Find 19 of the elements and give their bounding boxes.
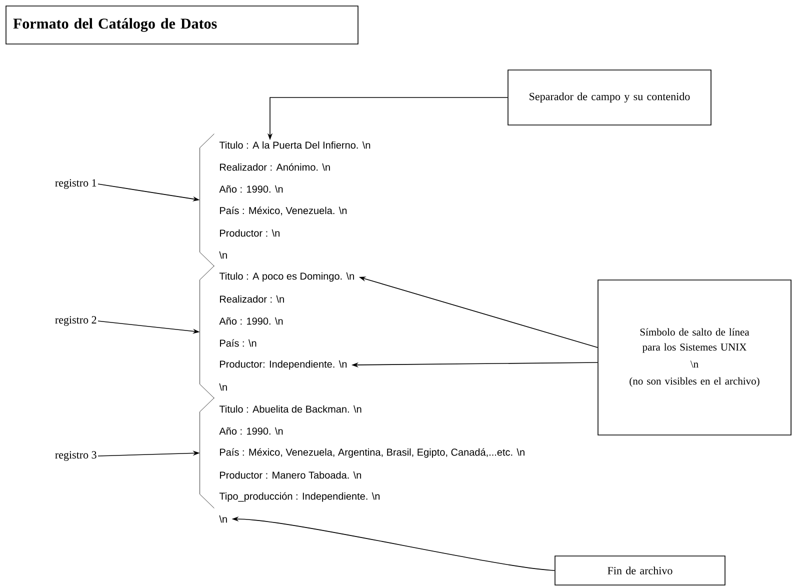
record-line: Productor: Independiente. \n xyxy=(220,360,347,370)
record-line: \n xyxy=(219,515,227,523)
record-label: registro 3 xyxy=(55,451,96,461)
record-line: País : México, Venezuela, Argentina, Brasil, Egipto, Canadá,...etc. \n xyxy=(220,448,524,458)
text-box: Símbolo de salto de línea para los Sistemes UNIX \n (no son visibles en el archivo) xyxy=(598,280,792,436)
record-line: Productor : \n xyxy=(220,229,280,237)
bracket xyxy=(200,398,214,508)
record-label: registro 1 xyxy=(55,179,96,189)
record-line: Titulo : Abuelita de Backman. \n xyxy=(219,405,362,413)
bracket xyxy=(200,134,214,266)
record-line: \n xyxy=(219,251,227,259)
text-box: Separador de campo y su contenido xyxy=(508,70,712,126)
text-box: Fin de archivo xyxy=(554,556,726,586)
record-line: \n xyxy=(219,383,227,391)
record-line: Titulo : A la Puerta Del Infierno. \n xyxy=(219,141,370,149)
text-box: Formato del Catálogo de Datos xyxy=(6,6,358,44)
record-line: Titulo : A poco es Domingo. \n xyxy=(219,272,354,282)
bracket xyxy=(200,266,214,398)
record-label: registro 2 xyxy=(55,316,96,326)
